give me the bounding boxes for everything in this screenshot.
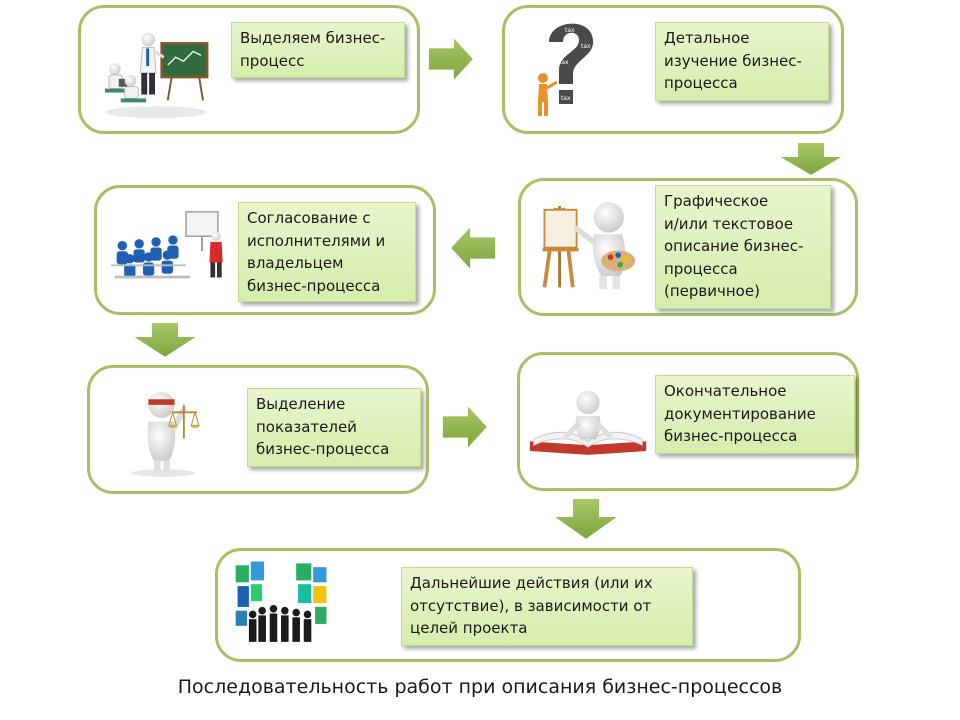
diagram-caption: Последовательность работ при описания би… [177,676,783,698]
arrow-down-icon [550,497,622,542]
step-box-3: Графическое и/или текстовое описание биз… [518,178,858,316]
tax-tag: tax [561,95,571,102]
step-label-4: Согласование с исполнителями и владельце… [238,202,416,302]
painter-easel-icon [542,202,636,290]
question-mark-icon: tax tax tax tax [538,23,594,116]
step-label-5: Выделение показателей бизнес-процесса [247,388,421,467]
step-box-2: tax tax tax tax Детальное изучение бизне… [502,5,844,134]
open-book-icon [529,390,647,455]
step-box-5: Выделение показателей бизнес-процесса [87,365,429,494]
meeting-audience-icon [111,211,223,279]
step-box-1: Выделяем бизнес- процесс [78,5,420,134]
step-label-1: Выделяем бизнес- процесс [231,22,405,78]
tax-tag: tax [581,43,591,50]
arrow-right-icon [440,401,490,453]
arrow-down-icon [775,141,847,178]
arrow-left-icon [448,222,498,274]
presentation-teacher-icon [105,32,209,119]
arrow-right-icon [426,33,476,85]
step-label-3: Графическое и/или текстовое описание биз… [655,185,831,309]
tax-tag: tax [559,59,569,66]
arrow-down-icon [129,321,201,360]
tax-tag: tax [565,27,575,34]
puzzle-team-icon [235,561,327,642]
step-label-2: Детальное изучение бизнес- процесса [655,22,829,101]
step-label-7: Дальнейшие действия (или их отсутствие),… [401,567,693,646]
step-box-4: Согласование с исполнителями и владельце… [94,185,436,315]
justice-scales-icon [131,391,201,477]
step-box-6: Окончательное документирование бизнес-пр… [517,352,859,491]
step-label-6: Окончательное документирование бизнес-пр… [655,375,855,454]
step-box-7: Дальнейшие действия (или их отсутствие),… [215,548,801,662]
